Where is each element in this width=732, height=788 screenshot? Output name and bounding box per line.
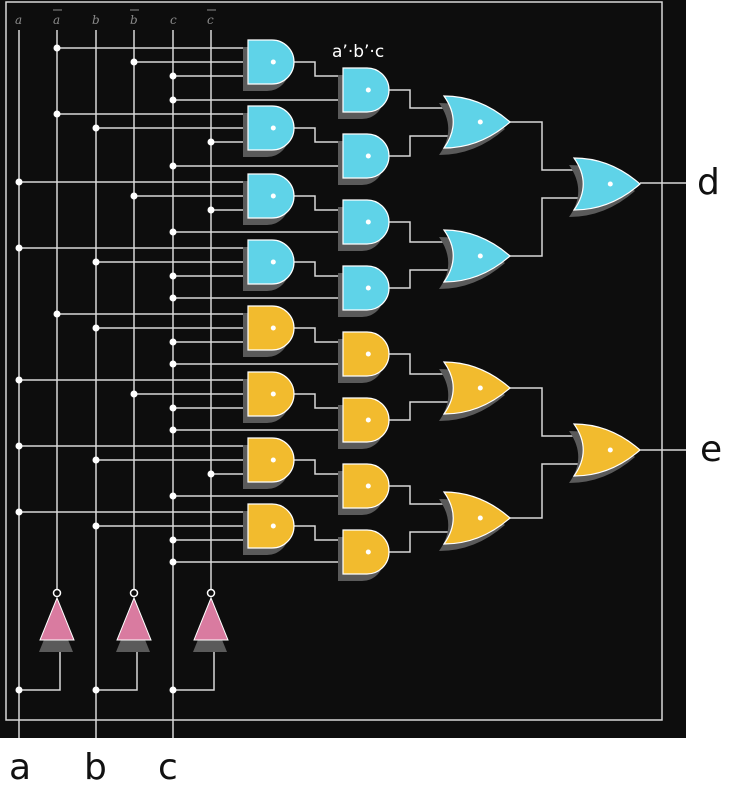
junction-dot bbox=[169, 492, 177, 500]
junction-dot bbox=[207, 470, 215, 478]
junction-dot bbox=[92, 522, 100, 530]
inverter-feed-dots bbox=[15, 686, 177, 694]
d-and3-gate-3 bbox=[243, 173, 295, 225]
e-or-gate-2 bbox=[439, 491, 511, 551]
e-and3-gate-1 bbox=[243, 305, 295, 357]
e-and2-gate-1 bbox=[338, 331, 390, 383]
output-d-or-gate bbox=[569, 157, 641, 217]
junction-dot bbox=[169, 72, 177, 80]
junction-dot bbox=[130, 192, 138, 200]
junction-dot bbox=[207, 138, 215, 146]
junction-dot bbox=[169, 404, 177, 412]
or1-input-wire bbox=[389, 221, 448, 243]
or1-input-wire bbox=[389, 353, 448, 375]
e-and2-gate-3 bbox=[338, 463, 390, 515]
junction-dot bbox=[53, 110, 61, 118]
junction-dot bbox=[92, 124, 100, 132]
or2-input-wire bbox=[510, 197, 578, 257]
or2-input-wire bbox=[510, 387, 578, 437]
rail-label-c: c bbox=[170, 13, 177, 27]
junction-dot bbox=[169, 96, 177, 104]
or1-input-wire bbox=[389, 485, 448, 505]
rail-label-b-bar: b bbox=[130, 13, 138, 27]
junction-dot bbox=[53, 44, 61, 52]
output-e-or-gate bbox=[569, 423, 641, 483]
junction-dot bbox=[169, 294, 177, 302]
logic-gates bbox=[243, 39, 641, 581]
panel-frame bbox=[5, 1, 663, 721]
d-and2-gate-2 bbox=[338, 133, 390, 185]
or1-input-wire bbox=[389, 531, 448, 553]
or1-input-wire bbox=[389, 401, 448, 421]
junction-dot bbox=[130, 58, 138, 66]
junction-dot bbox=[53, 310, 61, 318]
and3-output-wire bbox=[294, 525, 343, 541]
d-and2-gate-3 bbox=[338, 199, 390, 251]
junction-dots bbox=[15, 44, 215, 566]
junction-dot bbox=[15, 178, 23, 186]
d-and2-gate-1 bbox=[338, 67, 390, 119]
and3-output-wire bbox=[294, 61, 343, 77]
and3-output-wire bbox=[294, 459, 343, 475]
junction-dot bbox=[130, 390, 138, 398]
junction-dot bbox=[92, 324, 100, 332]
e-and2-gate-2 bbox=[338, 397, 390, 449]
output-label-e: e bbox=[700, 429, 722, 470]
junction-dot bbox=[15, 376, 23, 384]
or1-input-wire bbox=[389, 89, 448, 109]
junction-dot bbox=[15, 508, 23, 516]
junction-dot bbox=[169, 536, 177, 544]
junction-dot bbox=[169, 558, 177, 566]
d-and3-gate-4 bbox=[243, 239, 295, 291]
d-and2-gate-4 bbox=[338, 265, 390, 317]
and3-output-wire bbox=[294, 327, 343, 343]
rail-label-c-bar: c bbox=[207, 13, 214, 27]
or1-input-wire bbox=[389, 269, 448, 289]
d-and3-gate-2 bbox=[243, 105, 295, 157]
e-and3-gate-3 bbox=[243, 437, 295, 489]
minterm-annotation: a’·b’·c bbox=[332, 42, 384, 62]
input-label-b: b bbox=[84, 747, 107, 788]
junction-dot bbox=[15, 442, 23, 450]
and3-output-wire bbox=[294, 195, 343, 211]
and3-output-wire bbox=[294, 261, 343, 277]
rail-label-b: b bbox=[92, 13, 100, 27]
e-or-gate-1 bbox=[439, 361, 511, 421]
d-and3-gate-1 bbox=[243, 39, 295, 91]
junction-dot bbox=[169, 272, 177, 280]
junction-dot bbox=[169, 338, 177, 346]
e-and3-gate-2 bbox=[243, 371, 295, 423]
and3-output-wire bbox=[294, 127, 343, 143]
junction-dot bbox=[207, 206, 215, 214]
junction-dot bbox=[169, 360, 177, 368]
or1-input-wire bbox=[389, 135, 448, 157]
d-or-gate-2 bbox=[439, 229, 511, 289]
output-label-d: d bbox=[697, 162, 720, 203]
circuit-wires bbox=[19, 47, 578, 563]
output-wires bbox=[640, 182, 686, 451]
or2-input-wire bbox=[510, 463, 578, 519]
inverter-a bbox=[39, 588, 75, 652]
or2-input-wire bbox=[510, 121, 578, 171]
e-and2-gate-4 bbox=[338, 529, 390, 581]
junction-dot bbox=[92, 456, 100, 464]
inverter-feeds bbox=[19, 645, 215, 691]
inverter-b bbox=[116, 588, 152, 652]
and3-output-wire bbox=[294, 393, 343, 409]
inverter-c bbox=[193, 588, 229, 652]
junction-dot bbox=[92, 258, 100, 266]
d-or-gate-1 bbox=[439, 95, 511, 155]
input-label-a: a bbox=[9, 747, 31, 788]
rail-label-a-bar: a bbox=[53, 13, 60, 27]
junction-dot bbox=[169, 228, 177, 236]
junction-dot bbox=[15, 244, 23, 252]
junction-dot bbox=[169, 426, 177, 434]
e-and3-gate-4 bbox=[243, 503, 295, 555]
rail-label-a: a bbox=[15, 13, 22, 27]
input-label-c: c bbox=[158, 747, 178, 788]
junction-dot bbox=[169, 162, 177, 170]
